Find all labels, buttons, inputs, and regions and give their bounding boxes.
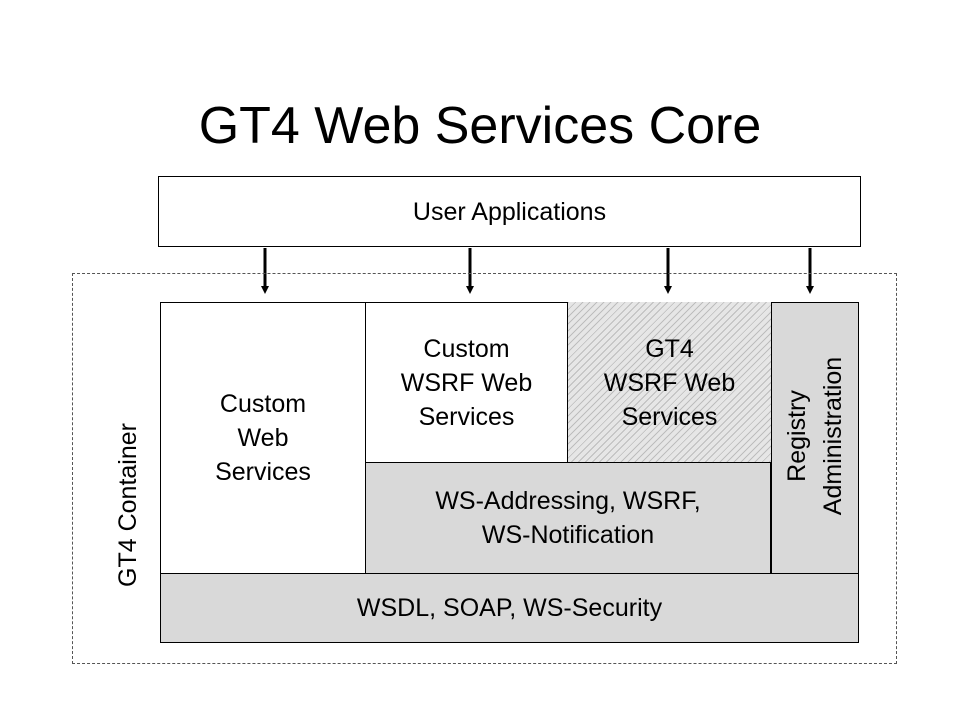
gt4-wsrf-web-services-label: GT4 WSRF Web Services bbox=[603, 334, 736, 431]
ws-addressing-label: WS-Addressing, WSRF, WS-Notification bbox=[435, 487, 701, 549]
custom-web-services-box: Custom Web Services bbox=[160, 302, 365, 574]
gt4-wsrf-web-services-box: GT4 WSRF Web Services bbox=[568, 302, 771, 463]
ws-addressing-box: WS-Addressing, WSRF, WS-Notification bbox=[365, 462, 771, 574]
wsdl-soap-label: WSDL, SOAP, WS-Security bbox=[356, 594, 663, 622]
wsdl-soap-box: WSDL, SOAP, WS-Security bbox=[160, 573, 859, 643]
user-applications-label: User Applications bbox=[412, 197, 607, 226]
gt4-container-label: GT4 Container bbox=[114, 423, 142, 587]
administration-label: Administration bbox=[819, 356, 847, 516]
page-title: GT4 Web Services Core bbox=[198, 97, 762, 155]
custom-web-services-label: Custom Web Services bbox=[215, 390, 311, 486]
registry-administration-box bbox=[771, 302, 859, 574]
gt4-container-border bbox=[72, 273, 897, 664]
user-applications-box: User Applications bbox=[158, 176, 861, 247]
custom-wsrf-web-services-box: Custom WSRF Web Services bbox=[365, 302, 568, 463]
registry-label: Registry bbox=[783, 390, 811, 482]
custom-wsrf-web-services-label: Custom WSRF Web Services bbox=[400, 334, 533, 431]
